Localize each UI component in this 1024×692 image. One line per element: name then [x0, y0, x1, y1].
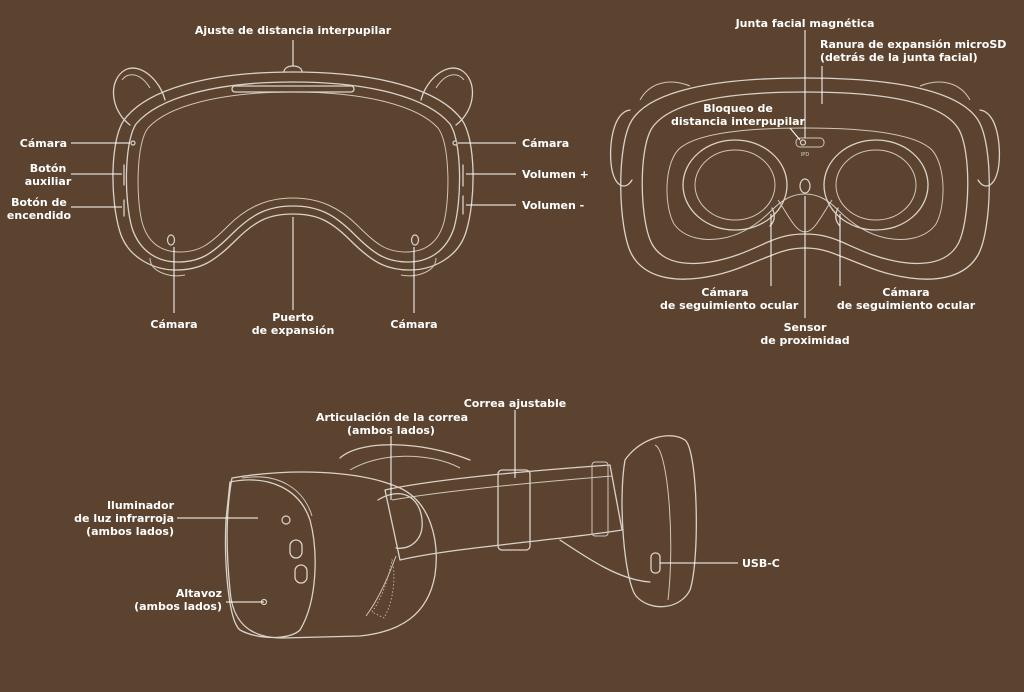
label-microsd-slot-line1: Ranura de expansión microSD: [820, 38, 1007, 51]
side-volume-down: [294, 564, 308, 584]
label-speaker-line1: Altavoz: [175, 587, 222, 600]
label-volume-down: Volumen -: [522, 199, 585, 212]
label-face-gasket: Junta facial magnética: [735, 17, 875, 30]
side-speaker-mesh: [371, 559, 395, 619]
label-ipd-lock-line1: Bloqueo de: [703, 102, 773, 115]
front-left-ear: [112, 67, 166, 126]
label-microsd-slot-line2: (detrás de la junta facial): [820, 51, 978, 64]
label-aux-button: Botón auxiliar: [18, 162, 78, 188]
side-adjustable-strap: [384, 464, 623, 561]
rear-right-lens-housing: [823, 139, 929, 231]
label-eye-camera-left: Cámara de seguimiento ocular: [660, 286, 799, 312]
rear-ipd-lock-text: IPD: [801, 152, 809, 158]
front-top-vent: [231, 85, 355, 93]
side-rear-pad: [621, 435, 697, 608]
side-top-button: [281, 515, 291, 525]
label-ir-illuminator: Iluminador de luz infrarroja (ambos lado…: [50, 499, 174, 538]
side-headband-bottom: [559, 539, 651, 583]
label-expansion-port-line2: de expansión: [251, 324, 335, 337]
label-eye-camera-left-line1: Cámara: [701, 286, 749, 299]
front-ipd-knob: [283, 65, 303, 73]
side-headband-top: [339, 444, 471, 461]
label-microsd-slot: Ranura de expansión microSD (detrás de l…: [820, 38, 1006, 64]
label-power-button: Botón de encendido: [6, 196, 72, 222]
rear-left-lens-housing: [682, 139, 788, 231]
side-strap-buckle: [497, 469, 531, 551]
rear-eye-camera-right: [835, 207, 841, 227]
label-ir-illuminator-line1: Iluminador: [106, 499, 174, 512]
side-front-cover: [224, 479, 316, 639]
front-camera-bottom-right: [410, 234, 420, 246]
label-proximity-sensor-line1: Sensor: [783, 321, 827, 334]
label-ipd-lock: Bloqueo de distancia interpupilar: [668, 102, 808, 128]
label-ir-illuminator-line2: de luz infrarroja: [74, 512, 174, 525]
label-strap-joint-line1: Articulación de la correa: [316, 411, 469, 424]
label-speaker: Altavoz (ambos lados): [110, 587, 222, 613]
label-ipd-lock-line2: distancia interpupilar: [671, 115, 805, 128]
label-eye-camera-right-line2: de seguimiento ocular: [836, 299, 976, 312]
front-camera-bottom-left: [166, 234, 176, 246]
label-expansion-port: Puerto de expansión: [243, 311, 343, 337]
label-proximity-sensor-line2: de proximidad: [760, 334, 850, 347]
side-volume-up: [289, 539, 303, 559]
side-leaders: [177, 410, 738, 603]
label-eye-camera-right: Cámara de seguimiento ocular: [836, 286, 976, 312]
label-volume-up: Volumen +: [522, 168, 589, 181]
label-usbc: USB-C: [742, 557, 780, 570]
label-ir-illuminator-line3: (ambos lados): [86, 525, 174, 538]
side-strap-joint: [377, 492, 423, 549]
front-right-ear: [420, 67, 474, 126]
label-front-camera-bottom-right: Cámara: [390, 318, 438, 331]
label-ipd-adjust: Ajuste de distancia interpupilar: [194, 24, 392, 37]
label-adjustable-strap: Correa ajustable: [463, 397, 567, 410]
side-usbc-port: [650, 552, 661, 574]
headset-side-view: [224, 435, 697, 639]
rear-left-flap: [609, 109, 633, 187]
label-front-camera-right: Cámara: [522, 137, 570, 150]
label-eye-camera-left-line2: de seguimiento ocular: [660, 299, 799, 312]
label-speaker-line2: (ambos lados): [134, 600, 222, 613]
side-body: [226, 471, 437, 639]
front-glass: [137, 91, 449, 253]
headset-front-view: [112, 65, 474, 277]
label-aux-button-line1: Botón: [29, 162, 67, 175]
label-front-camera-left: Cámara: [19, 137, 67, 150]
label-aux-button-line2: auxiliar: [24, 175, 72, 188]
rear-right-lens: [835, 149, 917, 221]
label-strap-joint-line2: (ambos lados): [347, 424, 435, 437]
rear-leaders: [770, 30, 841, 318]
label-power-button-line2: encendido: [6, 209, 72, 222]
rear-right-flap: [977, 109, 1001, 187]
label-strap-joint: Articulación de la correa (ambos lados): [316, 411, 469, 437]
label-proximity-sensor: Sensor de proximidad: [755, 321, 855, 347]
rear-ipd-lock: [795, 137, 825, 148]
rear-left-lens: [694, 149, 776, 221]
label-front-camera-bottom-left: Cámara: [150, 318, 198, 331]
front-leaders: [71, 40, 516, 313]
front-shell-inner: [125, 81, 461, 263]
label-expansion-port-line1: Puerto: [272, 311, 314, 324]
front-camera-left: [130, 140, 136, 146]
front-shell-outer: [112, 71, 474, 271]
front-camera-right: [452, 140, 458, 146]
label-power-button-line1: Botón de: [11, 196, 67, 209]
label-eye-camera-right-line1: Cámara: [882, 286, 930, 299]
rear-proximity-sensor: [799, 178, 811, 194]
